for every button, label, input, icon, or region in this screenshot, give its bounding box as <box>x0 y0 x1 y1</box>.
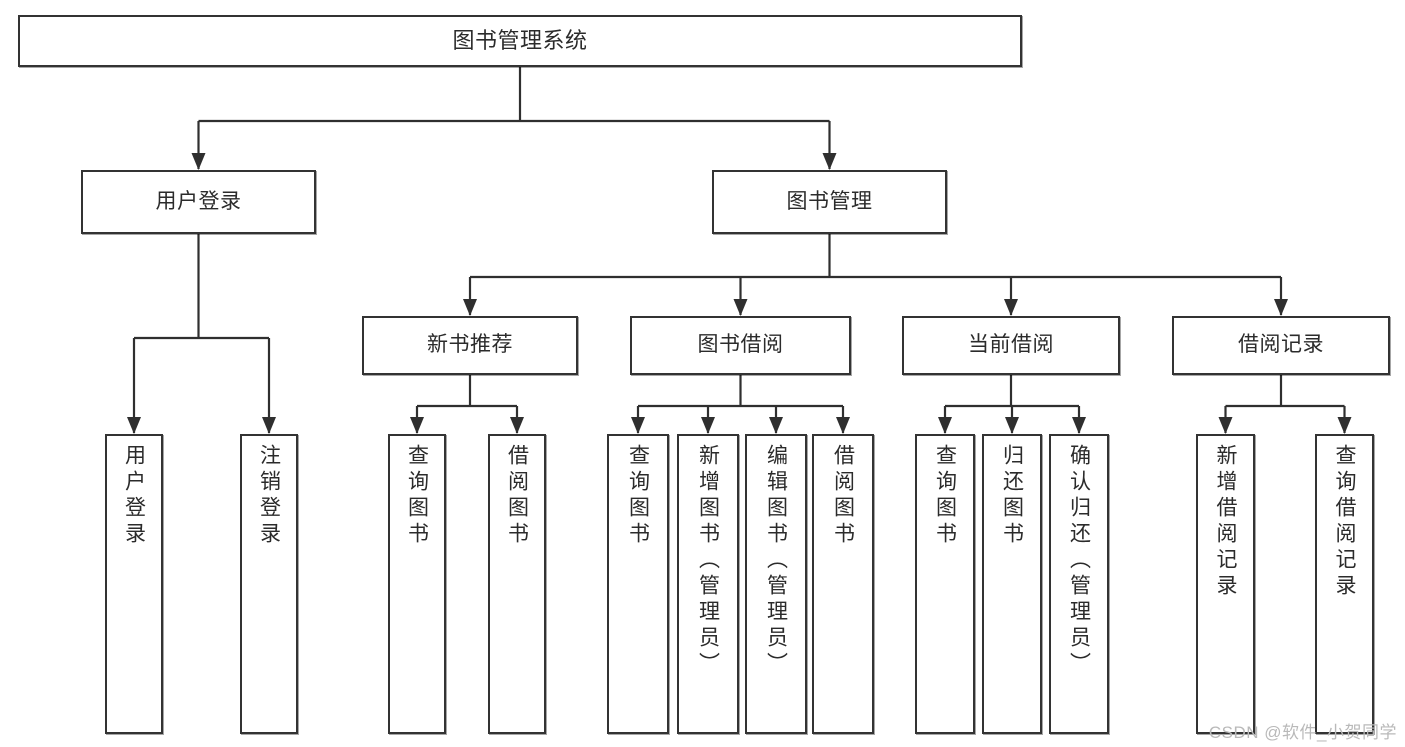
node-leaf-user-login[interactable]: 用户登录 <box>105 434 163 734</box>
node-label: 借阅记录 <box>1238 333 1324 357</box>
node-label: 编辑图书（管理员） <box>764 444 788 678</box>
arrowhead-icon <box>1337 417 1352 434</box>
node-label: 注销登录 <box>257 444 281 548</box>
node-leaf-borrow-book-2[interactable]: 借阅图书 <box>812 434 874 734</box>
node-leaf-return-book[interactable]: 归还图书 <box>982 434 1042 734</box>
node-leaf-confirm-return[interactable]: 确认归还（管理员） <box>1049 434 1109 734</box>
node-leaf-query-record[interactable]: 查询借阅记录 <box>1315 434 1374 734</box>
arrowhead-icon <box>733 299 748 316</box>
node-label: 查询图书 <box>933 444 957 548</box>
node-book-borrow[interactable]: 图书借阅 <box>630 316 851 375</box>
arrowhead-icon <box>701 417 715 434</box>
node-leaf-edit-book[interactable]: 编辑图书（管理员） <box>745 434 807 734</box>
node-leaf-query-book-3[interactable]: 查询图书 <box>915 434 975 734</box>
arrowhead-icon <box>127 417 141 434</box>
node-label: 用户登录 <box>122 444 146 548</box>
arrowhead-icon <box>510 417 524 434</box>
node-label: 图书借阅 <box>697 333 784 357</box>
node-label: 图书管理系统 <box>452 28 588 54</box>
arrowhead-icon <box>463 299 477 316</box>
arrowhead-icon <box>631 417 645 434</box>
node-leaf-add-record[interactable]: 新增借阅记录 <box>1196 434 1255 734</box>
node-label: 用户登录 <box>155 189 242 213</box>
arrowhead-icon <box>410 417 424 434</box>
arrowhead-icon <box>1218 417 1233 434</box>
node-leaf-query-book-2[interactable]: 查询图书 <box>607 434 669 734</box>
node-label: 查询图书 <box>626 444 650 548</box>
node-label: 归还图书 <box>1000 444 1024 548</box>
node-label: 借阅图书 <box>505 444 529 548</box>
arrowhead-icon <box>1072 417 1086 434</box>
arrowhead-icon <box>1004 299 1018 316</box>
node-root[interactable]: 图书管理系统 <box>18 15 1022 67</box>
node-new-book-recommend[interactable]: 新书推荐 <box>362 316 578 375</box>
arrowhead-icon <box>1274 299 1288 316</box>
node-current-borrow[interactable]: 当前借阅 <box>902 316 1120 375</box>
arrowhead-icon <box>1005 417 1019 434</box>
node-label: 当前借阅 <box>968 333 1054 357</box>
node-user-login[interactable]: 用户登录 <box>81 170 316 234</box>
node-label: 新书推荐 <box>427 333 513 357</box>
node-leaf-add-book[interactable]: 新增图书（管理员） <box>677 434 739 734</box>
node-book-manage[interactable]: 图书管理 <box>712 170 947 234</box>
node-borrow-record[interactable]: 借阅记录 <box>1172 316 1390 375</box>
watermark: CSDN @软件_小贺同学 <box>1208 723 1397 742</box>
node-label: 图书管理 <box>786 189 873 213</box>
node-label: 确认归还（管理员） <box>1067 444 1091 678</box>
node-label: 新增借阅记录 <box>1214 444 1237 600</box>
arrowhead-icon <box>836 417 850 434</box>
node-label: 新增图书（管理员） <box>696 444 720 678</box>
node-leaf-query-book-1[interactable]: 查询图书 <box>388 434 446 734</box>
node-label: 查询图书 <box>405 444 429 548</box>
node-leaf-borrow-book-1[interactable]: 借阅图书 <box>488 434 546 734</box>
node-label: 查询借阅记录 <box>1333 444 1356 600</box>
arrowhead-icon <box>769 417 783 434</box>
arrowhead-icon <box>822 153 837 170</box>
arrowhead-icon <box>262 417 276 434</box>
node-label: 借阅图书 <box>831 444 855 548</box>
arrowhead-icon <box>938 417 952 434</box>
arrowhead-icon <box>191 153 206 170</box>
node-leaf-logout[interactable]: 注销登录 <box>240 434 298 734</box>
